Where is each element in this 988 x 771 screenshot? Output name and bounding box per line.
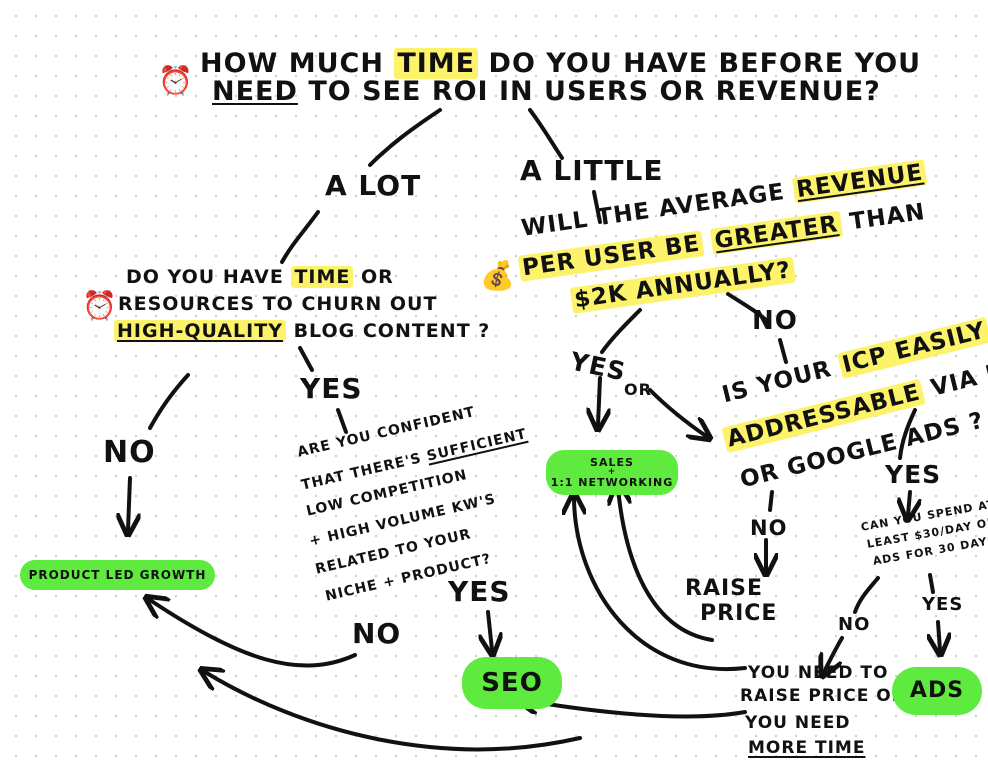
main-question-to-a-lot-line bbox=[368, 108, 442, 167]
q5-no-label: No bbox=[750, 516, 788, 540]
yes-to-q4-line bbox=[336, 408, 348, 434]
outcome-ads: Ads bbox=[892, 667, 982, 715]
q5-to-yes-line bbox=[898, 408, 917, 460]
no-to-q5-line bbox=[778, 338, 788, 364]
final-note-line-1: You need to bbox=[748, 663, 889, 683]
note-to-seo-arrow bbox=[522, 700, 747, 719]
q2-to-yes-line bbox=[298, 346, 314, 372]
final-note-line-2: raise price or bbox=[740, 686, 906, 706]
outcome-plg-label: Product Led Growth bbox=[28, 568, 207, 582]
raise-price-line-1: Raise bbox=[685, 576, 764, 601]
q2-line-3: High-Quality Blog content ? bbox=[114, 320, 491, 342]
a-little-to-q3-line bbox=[592, 190, 602, 224]
money-bag-icon: 💰 bbox=[480, 259, 515, 292]
raise-price-to-sales-arrow bbox=[618, 488, 714, 642]
q6-yes-to-ads-arrow bbox=[938, 620, 940, 650]
yes-to-sales-arrow bbox=[598, 376, 600, 425]
outcome-seo: SEO bbox=[462, 657, 562, 709]
q2-to-no-line bbox=[148, 373, 190, 430]
a-lot-to-q2-line bbox=[280, 210, 320, 264]
q3-or-label: or bbox=[624, 380, 652, 399]
main-question-before-you: do you have before you bbox=[488, 48, 922, 79]
q3-no-label: No bbox=[752, 306, 798, 336]
q2-blog-content: Blog content ? bbox=[293, 320, 491, 342]
q5-yes-label: Yes bbox=[885, 460, 942, 489]
q4-yes-label: Yes bbox=[448, 575, 511, 608]
q2-no-label: No bbox=[103, 435, 156, 470]
note-to-sales-arrow bbox=[574, 498, 747, 672]
raise-price-line-2: Price bbox=[700, 601, 778, 626]
main-question-roi: to see ROI in users or revenue? bbox=[308, 76, 881, 107]
or-to-icp-arrow bbox=[648, 388, 706, 436]
q5-yes-to-q6-arrow bbox=[908, 490, 910, 515]
no-to-plg-arrow bbox=[128, 476, 130, 530]
outcome-networking-label: 1:1 Networking bbox=[550, 476, 674, 489]
main-question-need: Need bbox=[212, 76, 298, 107]
main-question-how-much: How much bbox=[200, 48, 384, 79]
q2-time-highlight: time bbox=[291, 266, 354, 288]
q2-high-quality-highlight: High-Quality bbox=[114, 320, 286, 342]
branch-a-lot-label: A lot bbox=[325, 169, 422, 202]
outcome-sales-label: Sales bbox=[590, 456, 634, 469]
outcome-plus-label: + bbox=[607, 467, 617, 477]
q2-or: or bbox=[361, 266, 394, 288]
main-question-time-highlight: Time bbox=[394, 48, 479, 79]
q2-yes-label: Yes bbox=[300, 372, 363, 405]
alarm-clock-icon: ⏰ bbox=[82, 289, 117, 322]
outcome-product-led-growth: Product Led Growth bbox=[20, 560, 215, 590]
branch-a-little-label: A little bbox=[520, 154, 664, 187]
main-question-line-2: Need to see ROI in users or revenue? bbox=[212, 78, 881, 105]
q3-to-no-line bbox=[726, 292, 770, 324]
q4-yes-to-seo-arrow bbox=[488, 610, 492, 650]
q4-no-to-plg-arrow bbox=[150, 600, 357, 668]
q6-yes-label: Yes bbox=[922, 594, 964, 615]
q2-line-2: Resources to churn out bbox=[118, 293, 438, 315]
final-note-line-3: You need bbox=[745, 713, 851, 733]
alarm-clock-icon: ⏰ bbox=[158, 64, 193, 97]
final-note-line-4: more time bbox=[748, 738, 866, 758]
q6-no-to-note-arrow bbox=[824, 636, 844, 672]
q6-no-label: No bbox=[838, 614, 871, 635]
q4-no-label: No bbox=[352, 617, 402, 650]
outcome-sales-networking: Sales + 1:1 Networking bbox=[546, 450, 678, 495]
q6-to-yes-line bbox=[928, 573, 935, 594]
q5-to-no-line bbox=[768, 490, 774, 512]
main-question-to-a-little-line bbox=[528, 108, 564, 160]
outcome-ads-label: Ads bbox=[909, 678, 965, 703]
outcome-seo-label: SEO bbox=[481, 668, 543, 698]
q6-to-no-line bbox=[853, 576, 880, 614]
main-question-line-1: How much Time do you have before you bbox=[200, 48, 922, 79]
q3-to-yes-line bbox=[600, 308, 642, 354]
note-to-plg-arrow bbox=[205, 672, 582, 752]
q2-do-you-have: Do you have bbox=[126, 266, 284, 288]
q2-line-1: Do you have time or bbox=[126, 266, 394, 288]
